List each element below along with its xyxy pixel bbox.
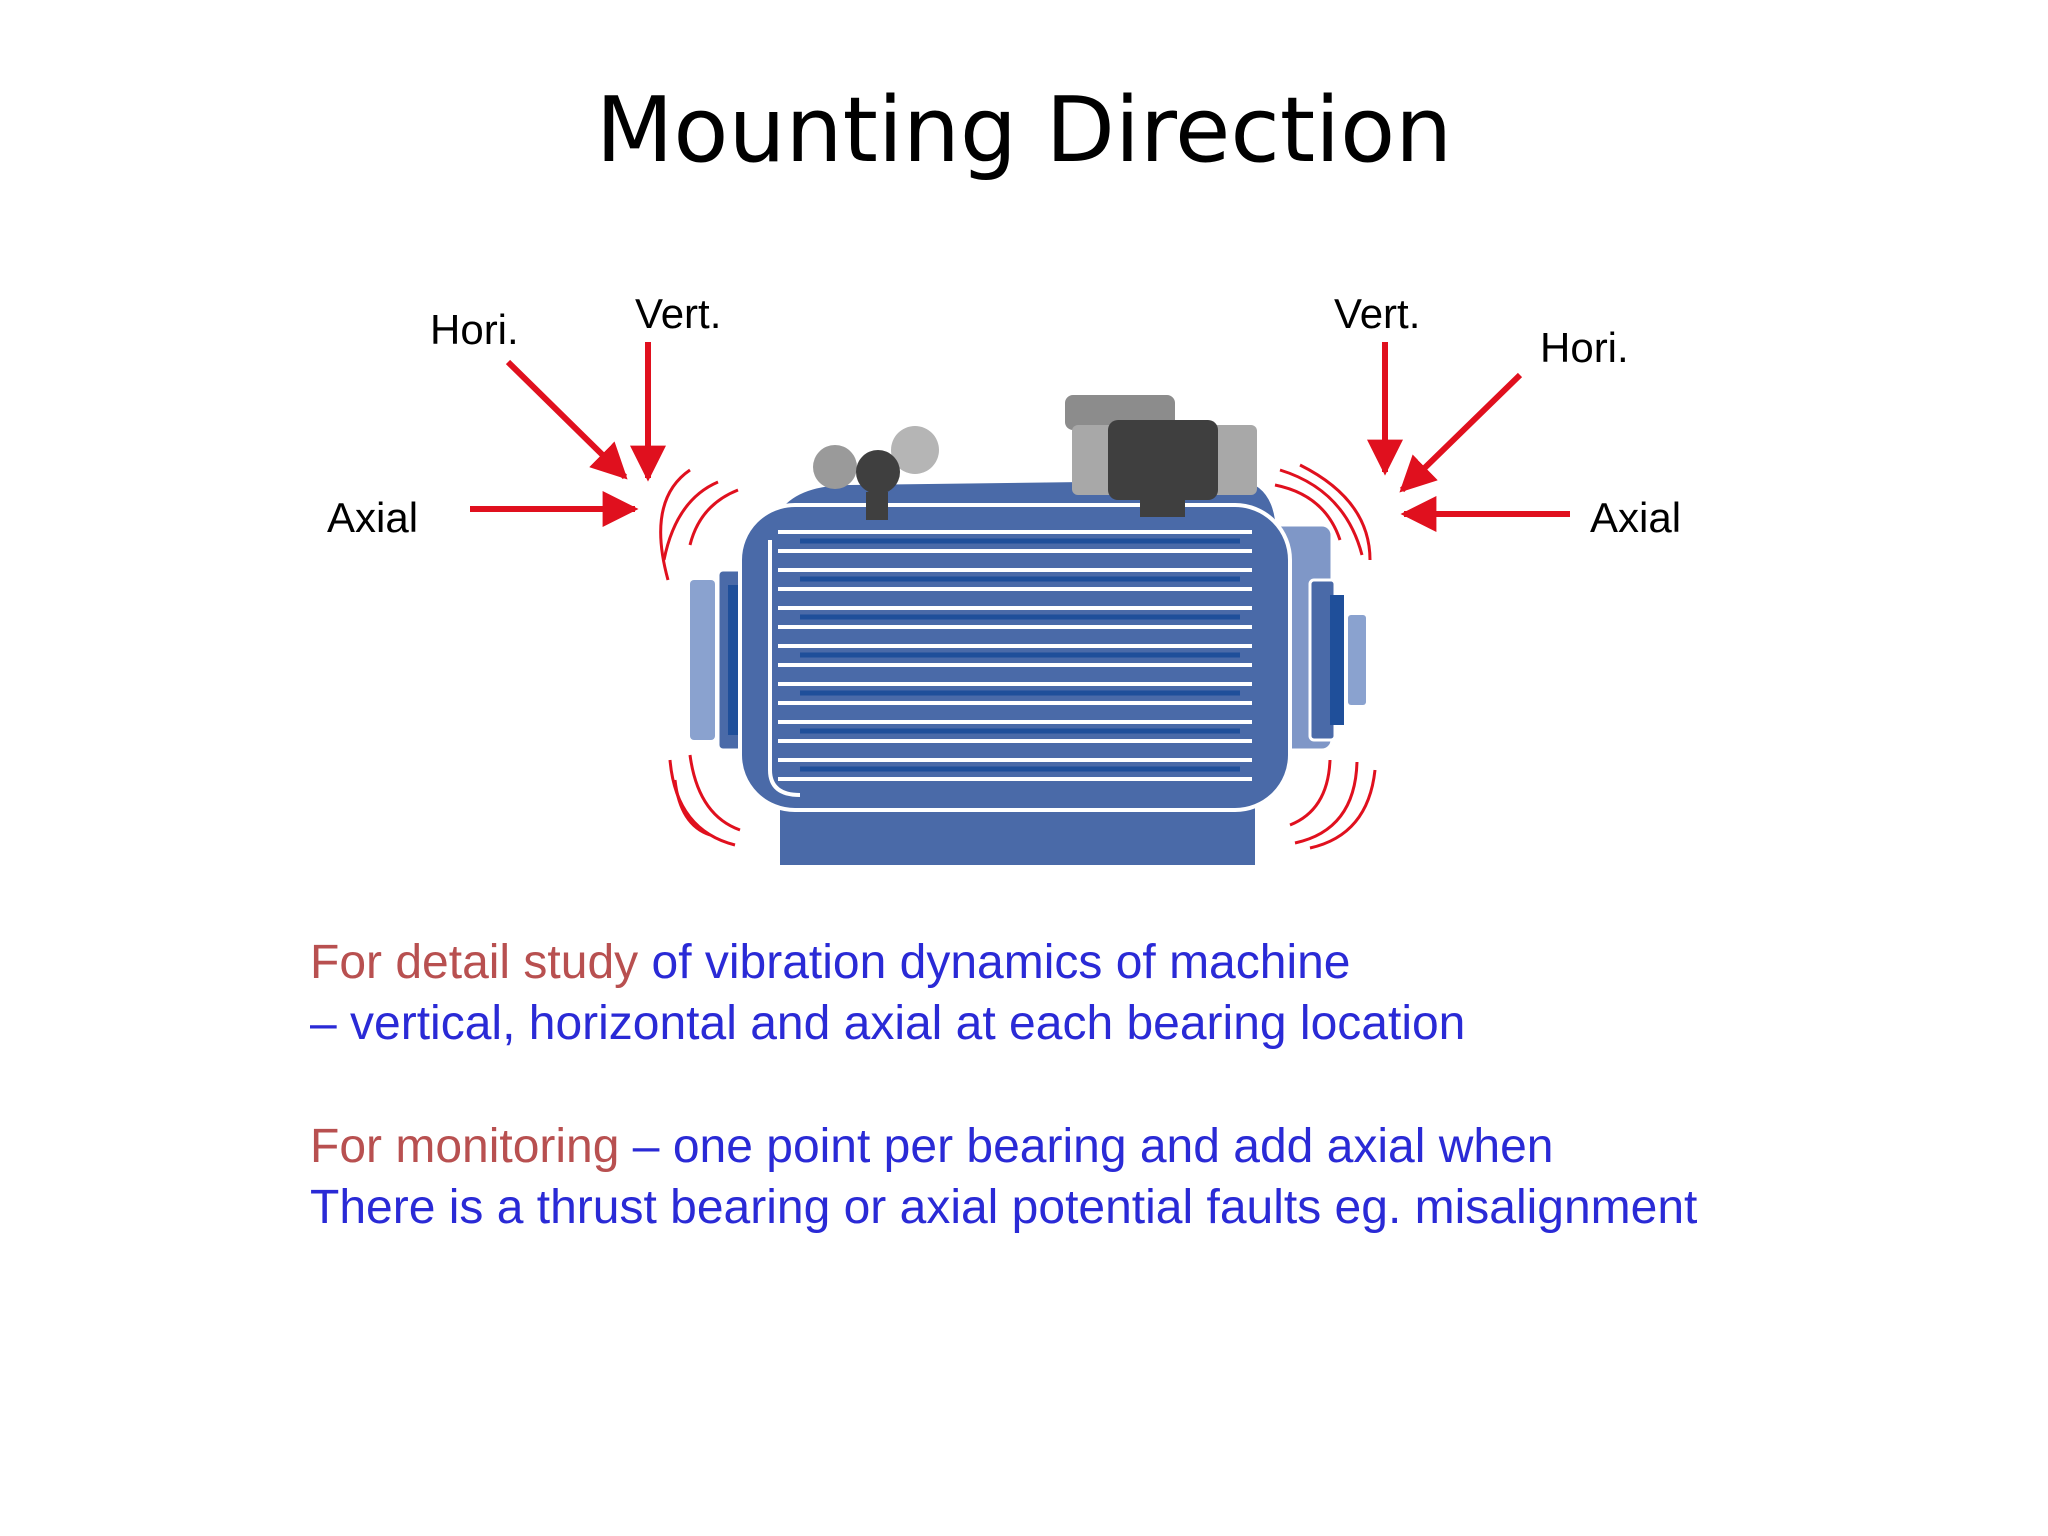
right-axial-label: Axial bbox=[1590, 494, 1682, 541]
monitoring-paragraph: For monitoring – one point per bearing a… bbox=[310, 1116, 1697, 1238]
monitoring-text: – one point per bearing and add axial wh… bbox=[632, 1120, 1554, 1173]
detail-study-paragraph: For detail study of vibration dynamics o… bbox=[310, 932, 1465, 1054]
motor-fins bbox=[768, 530, 1252, 797]
motor-left-endcap bbox=[690, 580, 715, 740]
right-hori-arrow-icon bbox=[1399, 372, 1523, 493]
monitoring-accent: For monitoring bbox=[310, 1120, 620, 1173]
motor-illustration bbox=[659, 395, 1377, 865]
right-hori-label: Hori. bbox=[1540, 324, 1629, 371]
right-arrows bbox=[1367, 342, 1570, 532]
monitoring-line-2: There is a thrust bearing or axial poten… bbox=[310, 1181, 1698, 1234]
slide-title: Mounting Direction bbox=[595, 78, 1453, 183]
detail-study-accent: For detail study bbox=[310, 936, 639, 989]
left-hori-label: Hori. bbox=[430, 306, 519, 353]
right-vert-label: Vert. bbox=[1334, 290, 1421, 337]
detail-study-line-2: – vertical, horizontal and axial at each… bbox=[310, 997, 1466, 1050]
detail-study-line-1: For detail study of vibration dynamics o… bbox=[310, 932, 1465, 993]
left-hori-arrow-icon bbox=[505, 359, 628, 480]
left-vert-label: Vert. bbox=[635, 290, 722, 337]
monitoring-line-1: For monitoring – one point per bearing a… bbox=[310, 1116, 1697, 1177]
left-axial-label: Axial bbox=[327, 494, 419, 541]
vibration-marks bbox=[659, 463, 1377, 850]
left-arrows bbox=[470, 342, 666, 527]
detail-study-text: of vibration dynamics of machine bbox=[651, 936, 1351, 989]
motor-sensors bbox=[813, 395, 1257, 520]
